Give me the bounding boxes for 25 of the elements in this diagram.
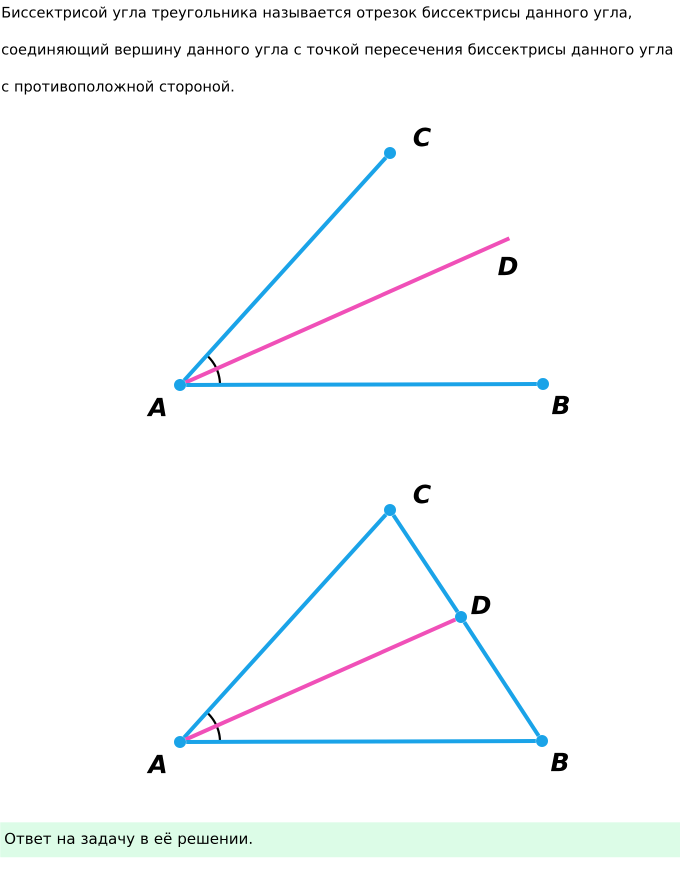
point: D xyxy=(455,596,490,623)
segment xyxy=(392,514,460,613)
point: C xyxy=(384,128,431,159)
definition-text: Биссектрисой угла треугольника называется отрезок биссектрисы данного угла, соединяющий вершину данного угла с точкой пересечения биссектрисы данного угла с противоположной стороной. xyxy=(2,6,672,94)
segment xyxy=(182,156,388,382)
node-label: C xyxy=(414,128,431,146)
node-label: C xyxy=(414,484,431,504)
node-label: B xyxy=(552,396,569,414)
point: A xyxy=(146,379,186,416)
node-label: A xyxy=(146,398,166,416)
node-label: A xyxy=(146,754,166,774)
segment xyxy=(186,382,537,387)
segment xyxy=(184,618,456,742)
point: B xyxy=(536,735,568,772)
point: A xyxy=(146,736,186,774)
point: C xyxy=(384,484,431,516)
point: B xyxy=(537,378,569,414)
point: D xyxy=(498,256,518,276)
segment xyxy=(184,236,510,384)
segment xyxy=(182,513,388,739)
segment xyxy=(462,621,540,737)
answer-band: Ответ на задачу в её решении. xyxy=(0,822,680,858)
node-label: B xyxy=(550,752,568,772)
node-label: D xyxy=(471,596,490,614)
segment xyxy=(186,739,536,744)
